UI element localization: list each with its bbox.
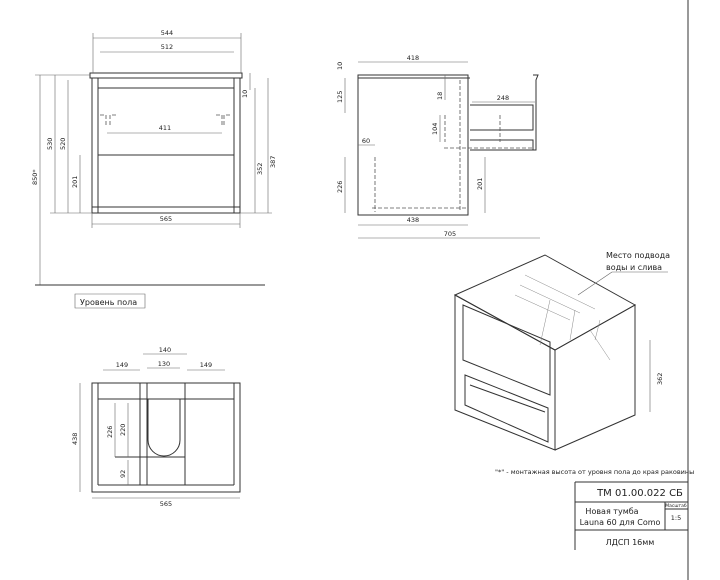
- callout-text-1: Место подвода: [606, 251, 670, 260]
- dim-850: 850*: [31, 169, 39, 185]
- side-view: 418 248 438 705 60 10 125 18 104 226 201: [336, 54, 540, 239]
- dim-565: 565: [160, 215, 172, 223]
- countertop: [89, 72, 243, 79]
- iso-drawer: [462, 304, 551, 396]
- title-block: ТМ 01.00.022 СБ Новая тумба Launa 60 для…: [574, 481, 688, 550]
- dim-544: 544: [161, 29, 173, 37]
- dim-201: 201: [476, 178, 484, 190]
- drawer-front: [97, 154, 235, 208]
- dim-226: 226: [336, 181, 344, 193]
- dim-104: 104: [431, 123, 439, 135]
- material: ЛДСП 16мм: [606, 538, 655, 547]
- product-name-1: Новая тумба: [585, 507, 638, 516]
- dim-149-left: 149: [116, 361, 128, 369]
- scale-value: 1:5: [671, 514, 681, 522]
- dim-530: 530: [46, 138, 54, 150]
- bottom-outline: [91, 382, 241, 493]
- front-view: 544 512 411 565 850* 530 520 201 10 352 …: [31, 29, 277, 309]
- dim-130: 130: [158, 360, 170, 368]
- dim-10: 10: [241, 90, 249, 98]
- pipe-cutout: [147, 399, 181, 457]
- callout-leader: [577, 271, 613, 296]
- dim-10: 10: [336, 62, 344, 70]
- dim-520: 520: [59, 138, 67, 150]
- dim-201: 201: [71, 176, 79, 188]
- dim-125: 125: [336, 91, 344, 103]
- scale-label: Масштаб: [665, 503, 687, 509]
- dim-438: 438: [71, 433, 79, 445]
- dim-140: 140: [159, 346, 171, 354]
- iso-side: [554, 304, 636, 451]
- floor-label-frame: [74, 293, 146, 309]
- dim-248: 248: [497, 94, 509, 102]
- dim-512: 512: [161, 43, 173, 51]
- dim-226: 226: [106, 426, 114, 438]
- dim-438: 438: [407, 216, 419, 224]
- dim-60: 60: [362, 137, 370, 145]
- dim-92: 92: [119, 470, 127, 478]
- floor-label: Уровень пола: [80, 298, 137, 307]
- dim-565: 565: [160, 500, 172, 508]
- cabinet-body: [91, 77, 241, 214]
- product-name-2: Launa 60 для Como: [580, 518, 661, 527]
- dim-411: 411: [159, 124, 171, 132]
- dim-220: 220: [119, 424, 127, 436]
- dim-149-right: 149: [200, 361, 212, 369]
- callout-text-2: воды и слива: [606, 263, 662, 272]
- iso-front: [454, 294, 556, 451]
- drawing-code: ТМ 01.00.022 СБ: [596, 488, 683, 499]
- iso-view: Место подвода воды и слива 362: [453, 251, 670, 451]
- dim-418: 418: [407, 54, 419, 62]
- mounting-note: "*" - монтажная высота от уровня пола до…: [495, 468, 694, 476]
- dim-18: 18: [436, 92, 444, 100]
- bottom-view: 140 130 149 149 565 438 226 220 92: [71, 346, 241, 508]
- dim-362: 362: [656, 373, 664, 385]
- dim-705: 705: [444, 230, 456, 238]
- dim-352: 352: [256, 163, 264, 175]
- dim-387: 387: [269, 156, 277, 168]
